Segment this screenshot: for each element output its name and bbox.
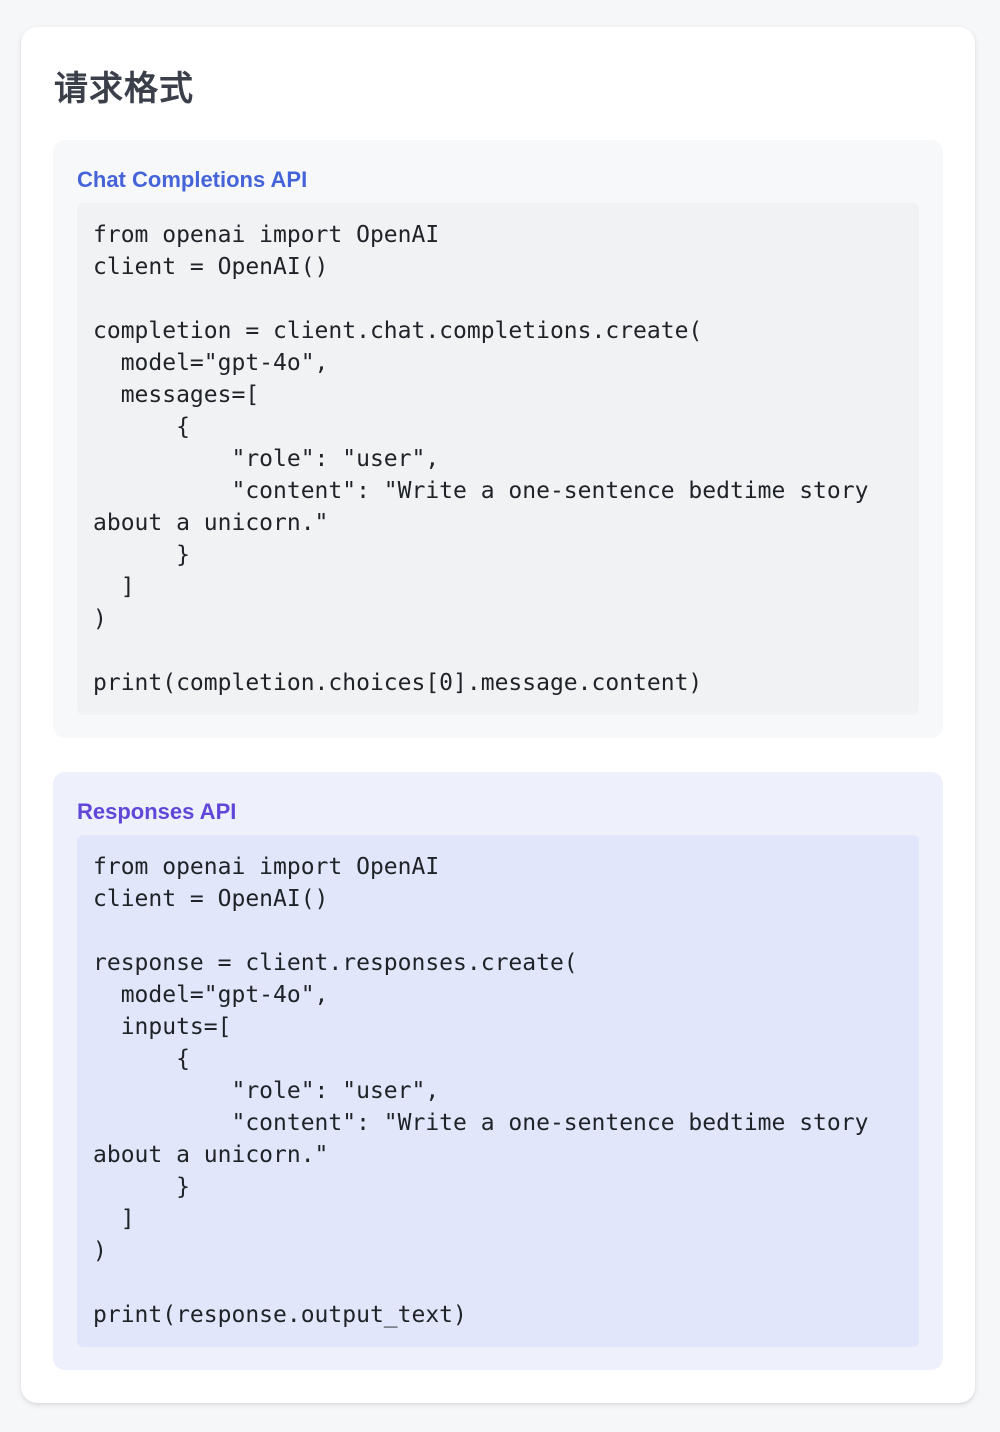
responses-section: Responses API from openai import OpenAI … xyxy=(53,772,943,1370)
chat-completions-code-block[interactable]: from openai import OpenAI client = OpenA… xyxy=(77,203,919,715)
chat-completions-section: Chat Completions API from openai import … xyxy=(53,140,943,738)
page-title: 请求格式 xyxy=(54,69,194,109)
request-format-card: 请求格式 Chat Completions API from openai im… xyxy=(21,27,975,1403)
chat-completions-title: Chat Completions API xyxy=(77,167,308,192)
responses-title: Responses API xyxy=(77,799,237,824)
responses-code-block[interactable]: from openai import OpenAI client = OpenA… xyxy=(77,835,919,1347)
